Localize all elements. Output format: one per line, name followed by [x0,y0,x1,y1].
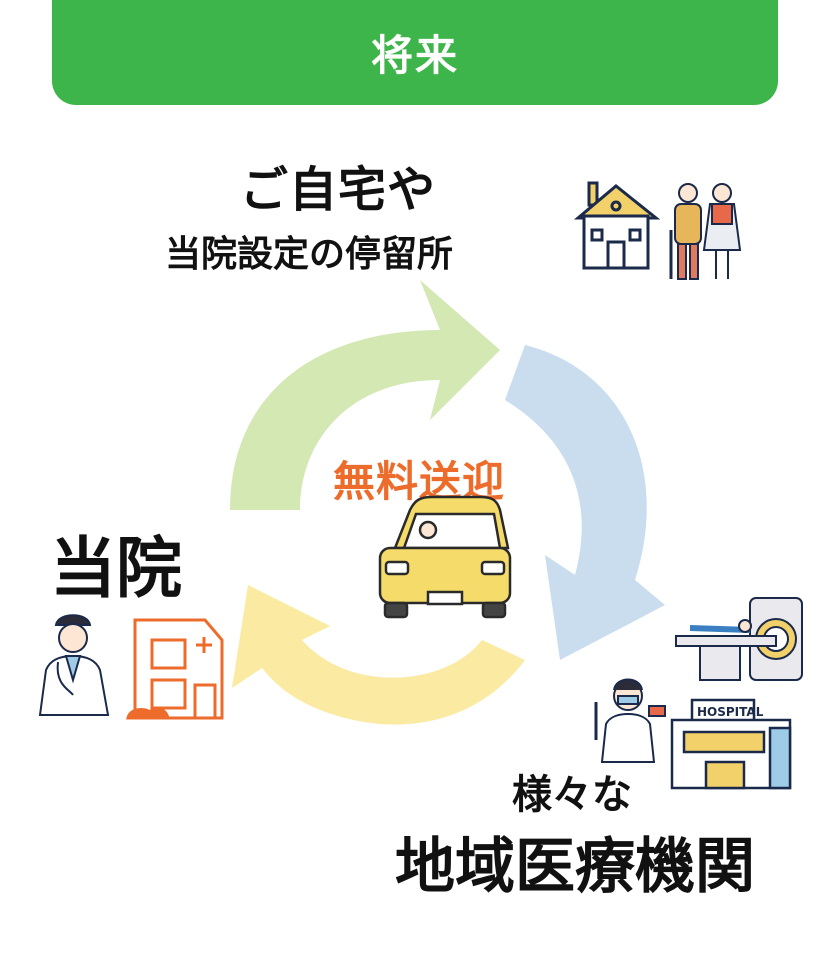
banner-title: 将来 [370,31,459,80]
arrow-green [230,280,500,510]
arrow-yellow [232,585,525,725]
home-title: ご自宅や [240,162,437,218]
medical-title: 地域医療機関 [395,832,755,902]
header-banner: 将来 [52,0,778,105]
home-subtitle: 当院設定の停留所 [165,234,454,275]
arrow-blue [505,345,665,660]
center-label: 無料送迎 [333,457,506,506]
medical-subtitle: 様々な [512,772,632,818]
hospital-label: 当院 [50,530,182,607]
